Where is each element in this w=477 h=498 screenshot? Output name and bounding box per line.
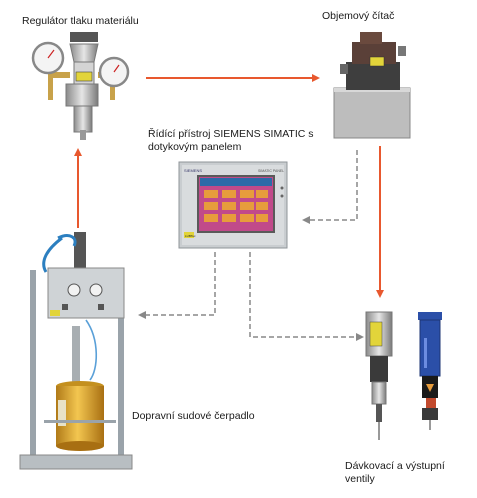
panel-logo-text: LUBTec (185, 234, 196, 238)
panel-brand-text: SIEMENS (184, 168, 202, 173)
controller-label: Řídící přístroj SIEMENS SIMATIC s dotyko… (148, 128, 314, 154)
controller-label-line2: dotykovým panelem (148, 141, 242, 153)
valves-label-line2: ventily (345, 473, 375, 485)
valves-label: Dávkovací a výstupní ventily (345, 460, 445, 486)
dispensing-valves-image (365, 311, 442, 440)
signal-arrow-meter-to-controller (302, 150, 358, 224)
drum-pump-label: Dopravní sudové čerpadlo (132, 410, 255, 422)
signal-arrow-controller-to-valves (249, 252, 364, 341)
pressure-regulator-image (31, 32, 130, 140)
valves-label-line1: Dávkovací a výstupní (345, 460, 445, 472)
volumetric-meter-label: Objemový čítač (322, 10, 395, 22)
signal-arrows (138, 150, 364, 341)
signal-arrow-controller-to-pump (138, 252, 216, 319)
drum-pump-image (19, 232, 133, 470)
material-flow-arrows (74, 74, 384, 298)
panel-model-text: SIMATIC PANEL (258, 169, 284, 173)
controller-label-line1: Řídící přístroj SIEMENS SIMATIC s (148, 128, 314, 140)
volumetric-meter-image (333, 32, 411, 139)
pressure-regulator-label: Regulátor tlaku materiálu (22, 15, 139, 27)
controller-panel-image: SIEMENS SIMATIC PANEL LUBTec (178, 161, 288, 249)
